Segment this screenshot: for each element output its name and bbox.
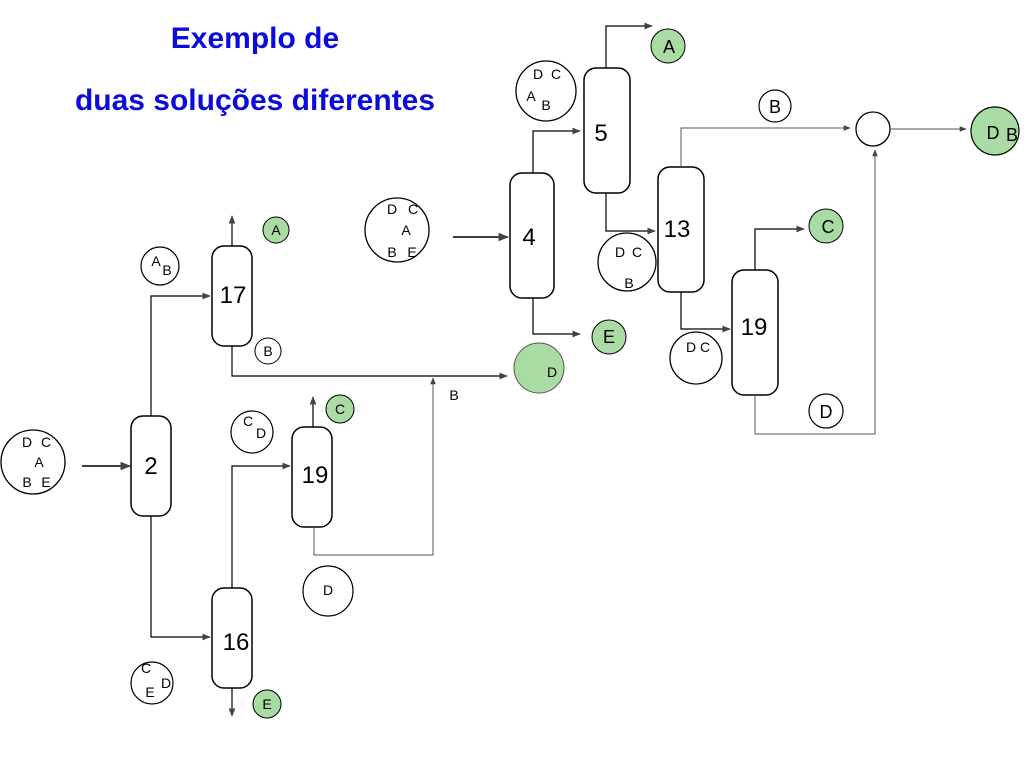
- comp-label: B: [22, 474, 31, 490]
- column-19-left-label: 19: [302, 462, 329, 489]
- comp-label: D: [161, 675, 171, 691]
- product-e-left: E: [252, 689, 282, 719]
- product-label: A: [663, 37, 675, 57]
- feed-mixture-right: D C A B E: [364, 197, 430, 263]
- label-d-left: D: [302, 565, 354, 617]
- comp-label: B: [769, 97, 781, 117]
- comp-label: D: [323, 582, 333, 598]
- comp-label: E: [407, 244, 416, 260]
- stream-13-top: [680, 125, 851, 167]
- mixture-dcab: D C A B: [515, 60, 577, 122]
- comp-label: C: [41, 434, 51, 450]
- comp-label: C: [632, 244, 642, 260]
- product-db: D B: [970, 106, 1020, 156]
- comp-label: C: [141, 660, 151, 676]
- product-e-right: E: [591, 319, 627, 355]
- mixture-cde: C E D: [130, 660, 174, 705]
- product-label: D: [987, 123, 1000, 143]
- product-label: D: [547, 364, 557, 380]
- comp-label: A: [34, 454, 44, 470]
- comp-label: E: [145, 684, 154, 700]
- comp-label: D: [22, 434, 32, 450]
- product-label: C: [822, 217, 835, 237]
- comp-label: B: [541, 97, 550, 113]
- stream-2-to-17: [150, 292, 211, 416]
- product-label: E: [262, 696, 271, 712]
- comp-label: D C: [686, 339, 710, 355]
- mixture-ab: A B: [140, 246, 180, 286]
- product-d: D: [513, 342, 565, 394]
- comp-label: D: [615, 244, 625, 260]
- label-b-right: B: [758, 89, 792, 123]
- comp-label: B: [263, 343, 272, 359]
- mixer: [855, 111, 891, 147]
- comp-label: C: [551, 66, 561, 82]
- column-5: [583, 67, 631, 194]
- stream-13-to-19: [680, 292, 731, 333]
- product-a-left: A: [262, 216, 290, 244]
- label-b-left: B: [254, 337, 282, 365]
- stream-2-to-16: [150, 516, 211, 641]
- mixture-cd-left: C D: [230, 410, 274, 454]
- comp-label: B: [387, 244, 396, 260]
- stream-5-top: [605, 22, 653, 68]
- comp-label: E: [41, 474, 50, 490]
- label-d-right: D: [808, 393, 844, 429]
- column-2-label: 2: [144, 453, 157, 480]
- column-13-label: 13: [664, 216, 691, 243]
- product-a-right: A: [650, 28, 686, 64]
- stream-4-bottom: [532, 298, 581, 338]
- mixture-dcb: D C B: [597, 232, 657, 292]
- column-19-left: [291, 426, 333, 528]
- column-17-label: 17: [220, 282, 247, 309]
- comp-label: A: [151, 253, 161, 269]
- stream-19-left-bottom: [313, 377, 436, 556]
- comp-label: A: [401, 222, 411, 238]
- product-label: E: [603, 327, 615, 347]
- stream-17-bottom: [231, 346, 508, 380]
- title-line-2: duas soluções diferentes: [74, 84, 436, 117]
- stream-label-b: B: [449, 387, 458, 403]
- product-c-right: C: [808, 208, 844, 244]
- stream-16-to-19: [231, 462, 291, 588]
- stream-4-to-5: [532, 127, 581, 173]
- column-16-label: 16: [223, 629, 250, 656]
- stream-19-right-bottom: [754, 149, 878, 435]
- product-c-left: C: [325, 394, 355, 424]
- stream-19-right-top: [754, 225, 805, 270]
- product-label: A: [271, 222, 281, 238]
- comp-label: D: [256, 425, 266, 441]
- comp-label: D: [820, 402, 833, 422]
- column-4-label: 4: [522, 224, 535, 251]
- feed-mixture-left: D C A B E: [0, 429, 66, 495]
- product-label: C: [335, 401, 345, 417]
- comp-label: B: [624, 275, 633, 291]
- stream-5-to-13: [605, 193, 656, 235]
- column-19-right-label: 19: [741, 314, 768, 341]
- comp-label: C: [408, 201, 418, 217]
- title-line-1: Exemplo de: [170, 22, 340, 55]
- comp-label: D: [533, 66, 543, 82]
- column-5-label: 5: [594, 120, 607, 147]
- comp-label: A: [526, 88, 536, 104]
- comp-label: D: [387, 201, 397, 217]
- column-4: [509, 172, 555, 299]
- product-label: B: [1006, 125, 1018, 145]
- comp-label: B: [162, 262, 171, 278]
- comp-label: C: [243, 413, 253, 429]
- mixture-dc: D C: [669, 331, 723, 385]
